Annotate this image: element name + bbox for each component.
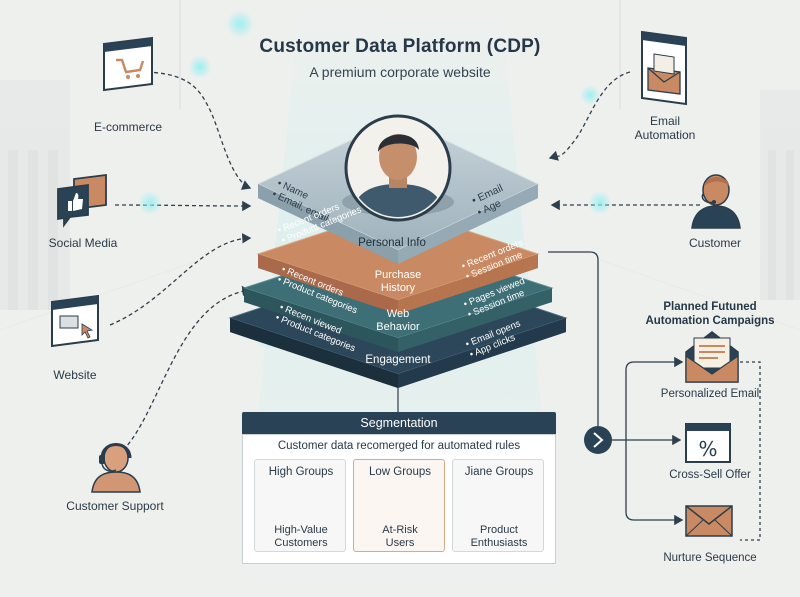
group-name: Jiane Groups [464,466,534,478]
chevron-right-icon [593,432,604,448]
browser-cursor-icon [51,294,99,348]
source-label-social-media: Social Media [48,236,118,250]
personal-info-title: Personal Info [358,237,426,249]
source-label-customer-support: Customer Support [66,499,164,513]
group-card-high: High Groups High-Value Customers [254,459,346,552]
envelope-icon [685,505,733,537]
source-label-ecommerce: E-commerce [93,120,162,134]
group-description: High-Value Customers [274,524,328,549]
source-label-customer: Customer [688,236,741,250]
campaign-connectors [548,251,761,541]
svg-text:%: % [698,437,717,461]
group-card-jiane: Jiane Groups Product Enthusiasts [452,459,544,552]
group-name: High Groups [268,466,334,478]
group-description: Product Enthusiasts [470,524,528,549]
source-connectors [109,71,700,456]
page-subtitle: A premium corporate website [309,64,491,80]
thumbs-up-icon [57,173,107,228]
group-description: At-Risk Users [382,524,418,549]
shopping-cart-icon [103,36,153,92]
page-title: Customer Data Platform (CDP) [259,36,541,57]
campaign-label-personalized-email: Personalized Email [660,388,760,400]
headset-agent-icon [91,443,141,493]
avatar [342,114,454,222]
automation-heading: Planned Futuned Automation Campaigns [645,301,775,327]
email-window-icon [641,30,687,106]
engagement-title: Engagement [365,354,431,366]
campaign-label-cross-sell: Cross-Sell Offer [669,469,751,481]
purchase-history-title: Purchase History [374,269,422,294]
hub-node [584,426,612,454]
web-behavior-title: Web Behavior [376,308,420,333]
source-label-email-automation: Email Automation [634,114,696,142]
source-label-website: Website [53,368,97,382]
group-name: Low Groups [368,466,431,478]
percent-window-icon: % [685,423,731,463]
segmentation-header: Segmentation [242,412,556,434]
customer-person-icon [691,174,741,229]
group-card-low: Low Groups At-Risk Users [353,459,445,552]
open-envelope-icon [685,331,739,383]
segmentation-description: Customer data recomerged for automated r… [277,440,521,452]
campaign-label-nurture-sequence: Nurture Sequence [663,552,757,564]
